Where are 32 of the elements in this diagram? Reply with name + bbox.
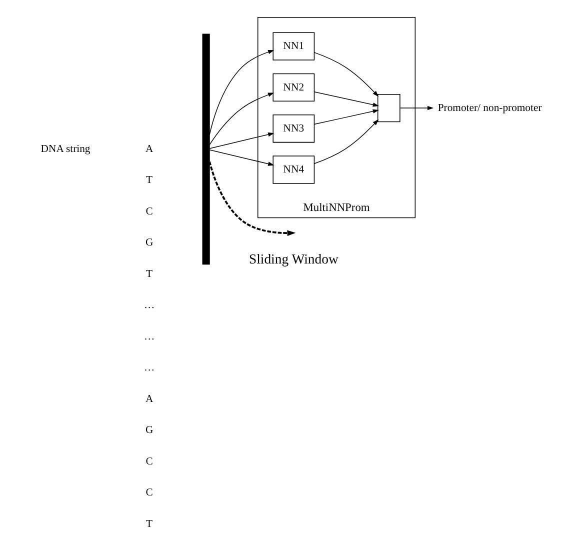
node-box	[376, 94, 400, 122]
label: G	[144, 425, 153, 436]
arrow	[208, 132, 274, 149]
node-box: NN1	[272, 32, 314, 60]
label: …	[143, 362, 154, 374]
arrow	[208, 149, 274, 166]
arrow	[313, 119, 378, 164]
arrow	[313, 109, 378, 125]
label: C	[145, 488, 152, 499]
label: C	[145, 456, 152, 468]
label: A	[144, 144, 153, 155]
node-text: Promoter/ non-promoter	[437, 102, 542, 114]
arrow	[208, 50, 274, 136]
label: T	[146, 268, 152, 280]
label: …	[143, 331, 154, 342]
label: Sliding Window	[248, 252, 338, 267]
label: …	[143, 300, 154, 312]
node-bar	[202, 34, 210, 265]
arrow	[208, 92, 274, 146]
label: DNA string	[40, 144, 90, 155]
arrow	[313, 52, 378, 97]
node-box: NN4	[272, 156, 314, 184]
arrow	[208, 161, 296, 236]
node-box: NN2	[272, 73, 314, 102]
label: T	[146, 175, 152, 186]
arrow	[313, 91, 378, 107]
arrow	[399, 106, 434, 110]
label: T	[146, 518, 152, 530]
label: A	[144, 394, 153, 405]
label: C	[145, 206, 152, 218]
node-box: NN3	[272, 114, 314, 143]
label: G	[144, 238, 153, 249]
